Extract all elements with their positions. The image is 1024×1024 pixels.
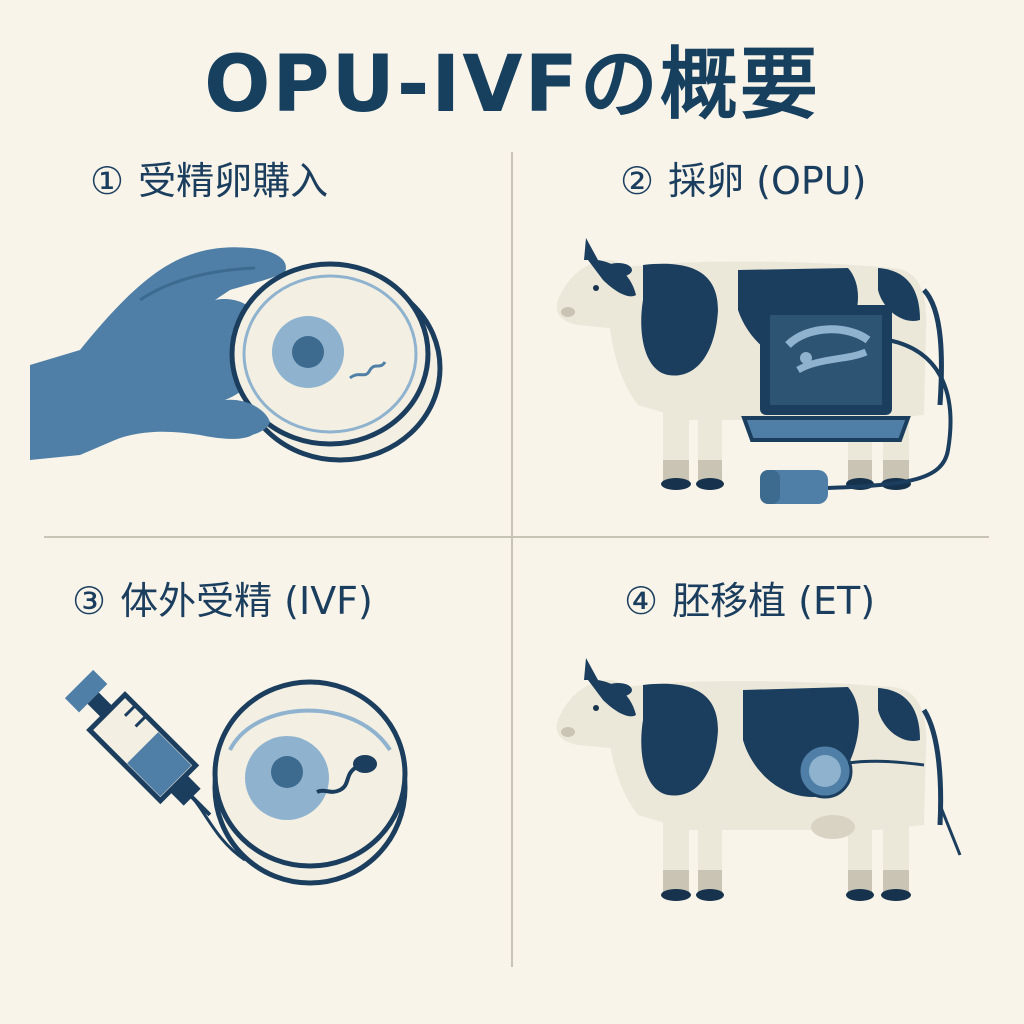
hand-holding-petri-dish-icon — [30, 247, 443, 463]
step-1-text: 受精卵購入 — [138, 159, 329, 203]
step-2-label: ② 採卵 (OPU) — [620, 150, 866, 205]
step-2-number: ② — [620, 159, 655, 203]
step-3-text: 体外受精 (IVF) — [120, 579, 373, 623]
page-title: OPU-IVFの概要 — [204, 40, 820, 130]
cow-with-ultrasound-laptop-icon — [556, 238, 953, 504]
cow-with-embryo-transfer-icon — [556, 658, 962, 901]
step-1-label: ① 受精卵購入 — [90, 150, 328, 205]
step-1-number: ① — [90, 159, 125, 203]
vertical-divider — [511, 152, 513, 967]
horizontal-divider — [44, 536, 989, 538]
step-4-text: 胚移植 (ET) — [672, 579, 876, 623]
step-3-label: ③ 体外受精 (IVF) — [72, 570, 373, 625]
step-4-number: ④ — [624, 579, 659, 623]
step-4-label: ④ 胚移植 (ET) — [624, 570, 875, 625]
syringe-and-petri-dish-icon — [64, 669, 408, 886]
step-3-number: ③ — [72, 579, 107, 623]
step-2-text: 採卵 (OPU) — [668, 159, 867, 203]
